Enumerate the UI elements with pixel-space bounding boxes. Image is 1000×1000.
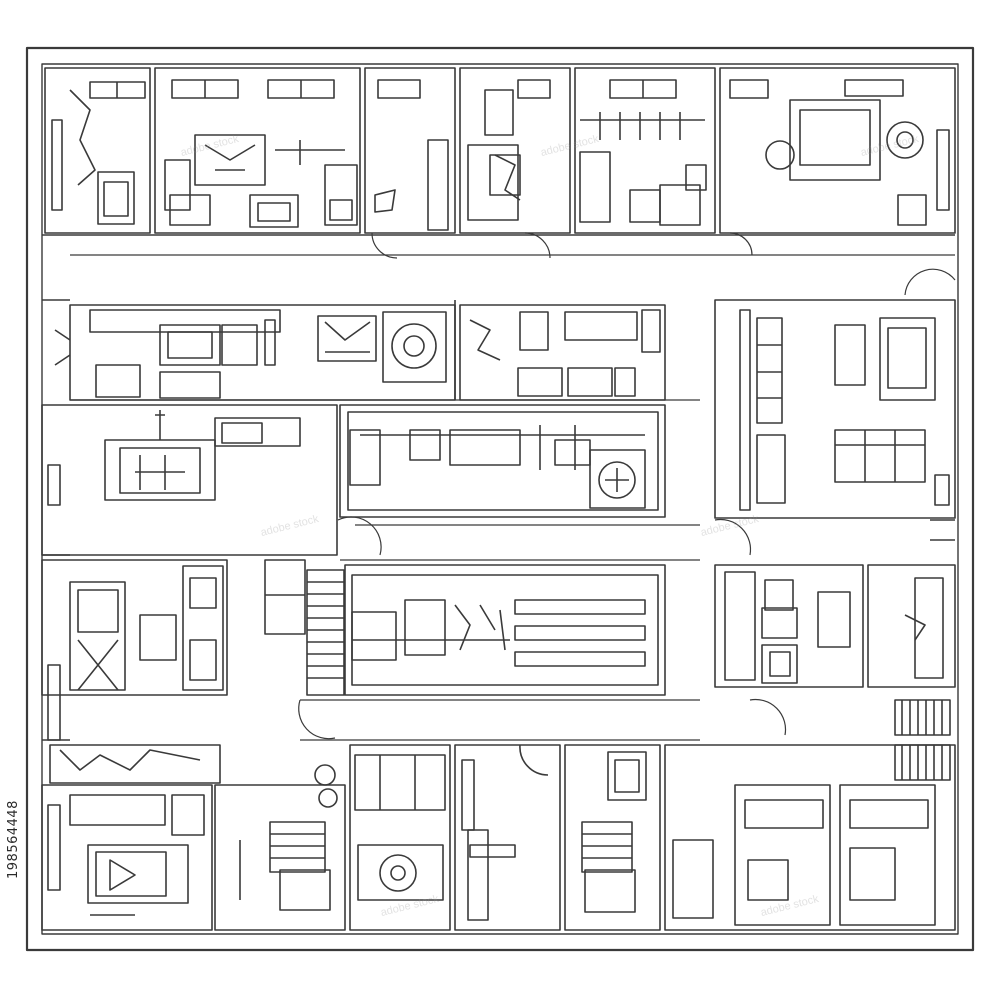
room-bottom-3 [349, 744, 451, 931]
room-bottom-4 [454, 744, 561, 931]
wall-stubs [42, 234, 955, 741]
room-right-lower [714, 564, 956, 736]
room-top-1 [44, 67, 151, 234]
outer-walls [25, 46, 975, 952]
room-top-6 [719, 67, 956, 234]
room-top-3 [364, 67, 456, 234]
room-bottom-1 [41, 744, 221, 931]
stair-and-locker [264, 559, 345, 696]
production-line-upper [339, 404, 666, 518]
production-line-lower [344, 564, 666, 696]
room-top-4 [459, 67, 571, 234]
door-arcs-top [371, 232, 956, 296]
room-bottom-2 [214, 764, 346, 931]
room-top-5 [574, 67, 716, 234]
room-left-lower [41, 559, 228, 741]
room-left-middle [41, 404, 338, 556]
workshop-left [54, 304, 456, 401]
room-bottom-6 [664, 744, 956, 931]
room-top-2 [154, 67, 361, 234]
room-right-upper [714, 299, 956, 519]
workshop-center [317, 311, 447, 383]
room-bottom-5 [564, 744, 661, 931]
workshop-right-center [459, 304, 666, 401]
corridors [70, 254, 955, 741]
stock-id-label: 198564448 [6, 800, 21, 880]
door-arcs-middle [298, 516, 787, 740]
